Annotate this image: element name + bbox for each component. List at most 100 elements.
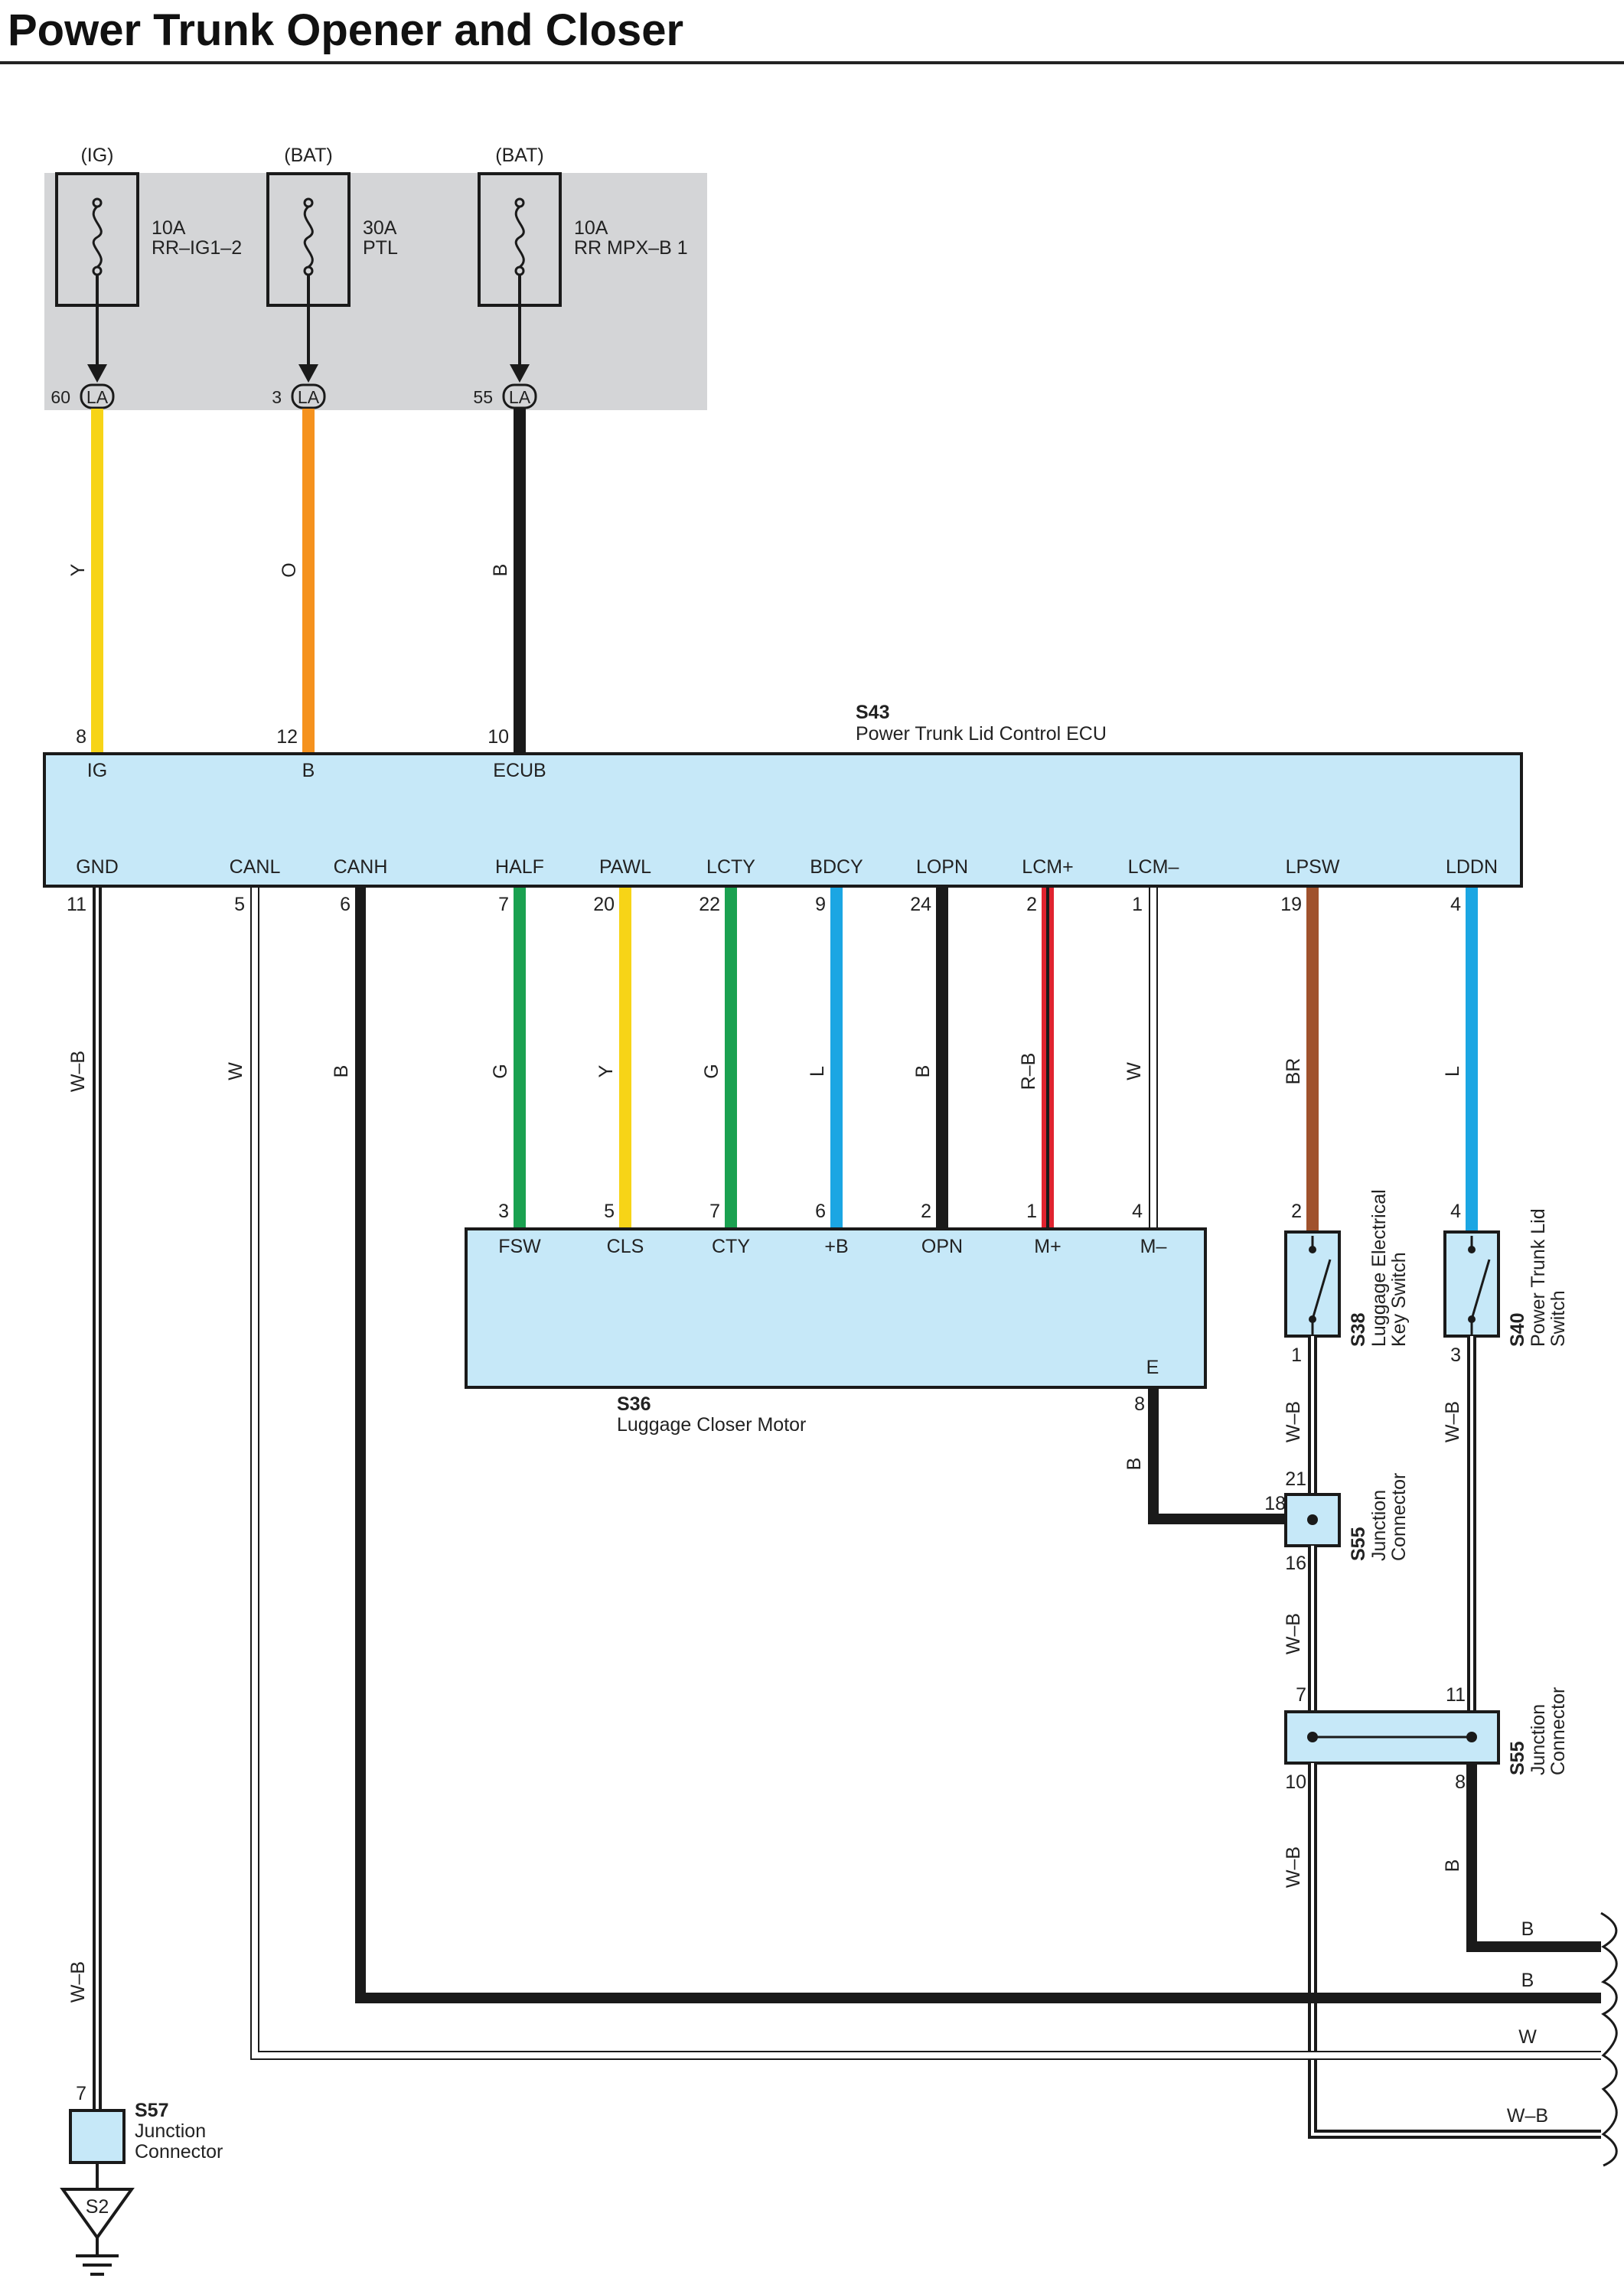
junction-upper-code: S55 [1348, 1527, 1369, 1561]
output-label-3: W [1518, 2026, 1537, 2048]
junction-upper-name-2: Connector [1388, 1473, 1410, 1561]
fuse-3-element [514, 205, 525, 269]
wire-label-half: G [490, 1064, 511, 1078]
wire-label-lpsw: BR [1283, 1058, 1304, 1085]
ecu-top-pin-3-label: ECUB [493, 760, 546, 781]
wire-break-symbol [1600, 1912, 1618, 2167]
s40-code: S40 [1507, 1313, 1528, 1347]
wire-label-s40-out: W–B [1442, 1401, 1463, 1442]
motor-pin-1-num: 3 [498, 1201, 509, 1222]
s40-contact [1470, 1259, 1491, 1320]
fuse-2-connector [291, 383, 326, 409]
motor-ground-pin: 8 [1134, 1393, 1145, 1415]
wire-b-junction-out [1466, 1763, 1601, 1952]
fuse-1-connector-label: LA [86, 387, 109, 407]
junction-upper-pin-in: 21 [1285, 1468, 1306, 1490]
motor-pin-7-label: M– [1140, 1236, 1167, 1257]
motor-pin-2-label: CLS [607, 1236, 644, 1257]
junction-upper: 21 18 16 S55 Junction Connector [1264, 1468, 1410, 1574]
ecu-code: S43 [856, 702, 889, 723]
junction-lower: 7 11 10 8 S55 Junction Connector [1284, 1684, 1569, 1793]
output-label-4: W–B [1507, 2105, 1548, 2127]
wire-b-canh [355, 888, 1601, 2003]
s57-name-2: Connector [135, 2141, 223, 2163]
junction-upper-pin-side: 18 [1264, 1493, 1286, 1514]
s40-pin-bottom: 3 [1450, 1344, 1461, 1366]
motor-pin-6-num: 1 [1026, 1201, 1037, 1222]
wire-label-lddn: L [1442, 1066, 1463, 1077]
wire-label-lcty: G [701, 1064, 722, 1078]
s38-code: S38 [1348, 1312, 1369, 1347]
ecu-pin-gnd-label: GND [76, 856, 119, 878]
s57-code: S57 [135, 2100, 168, 2121]
motor-name: Luggage Closer Motor [617, 1414, 806, 1436]
s38-pin-top: 2 [1291, 1201, 1302, 1222]
output-label-2: B [1521, 1970, 1534, 1991]
fuse-3-connector [502, 383, 537, 409]
wire-label-lopn: B [912, 1065, 934, 1078]
motor-pin-4-label: +B [824, 1236, 848, 1257]
motor-pin-7-num: 4 [1132, 1201, 1143, 1222]
ecu-box [43, 752, 1523, 888]
fuse-3-rating: 10A [574, 217, 608, 239]
ecu-top-pin-3-num: 10 [488, 726, 509, 748]
motor-pin-2-num: 5 [604, 1201, 615, 1222]
motor-pin-4-num: 6 [815, 1201, 826, 1222]
fuse-1-element [92, 205, 103, 269]
fuse-1-rating: 10A [152, 217, 186, 239]
ecu-pin-lcty-num: 22 [699, 894, 720, 915]
motor-code: S36 [617, 1393, 651, 1415]
ecu-top-pin-1-label: IG [87, 760, 107, 781]
s40-name-1: Power Trunk Lid [1528, 1208, 1549, 1347]
ecu-top-pin-2-num: 12 [276, 726, 298, 748]
s57-pin: 7 [76, 2083, 86, 2104]
ecu-pin-lopn-label: LOPN [916, 856, 968, 878]
output-label-1: B [1521, 1918, 1534, 1940]
s57-junction: 7 S57 Junction Connector S2 [60, 2083, 223, 2276]
ecu-pin-bdcy-num: 9 [815, 894, 826, 915]
s57-box [69, 2109, 126, 2164]
ecu-pin-lddn-label: LDDN [1446, 856, 1498, 878]
wire-label-s38-out: W–B [1283, 1401, 1304, 1442]
ecu-pin-lpsw-num: 19 [1280, 894, 1302, 915]
wire-label-lcmminus: W [1123, 1062, 1145, 1080]
ecu-top-pin-1-num: 8 [76, 726, 86, 748]
fuse-1-connector [80, 383, 115, 409]
ecu-pin-lcmplus-label: LCM+ [1022, 856, 1073, 878]
wire-label-gnd: W–B [67, 1051, 89, 1092]
ecu-pin-lcmplus-num: 2 [1026, 894, 1037, 915]
fuse-3: (BAT) 10A RR MPX–B 1 LA 55 [473, 145, 688, 409]
title-rule [0, 61, 1624, 64]
fuse-1-name: RR–IG1–2 [152, 237, 242, 259]
fuse-1-pin: 60 [51, 387, 70, 407]
wire-label-b: B [490, 564, 511, 577]
ecu-pin-pawl-num: 20 [593, 894, 615, 915]
ecu-pin-half-label: HALF [495, 856, 544, 878]
s38-switch: 2 1 S38 Luggage Electrical Key Switch [1284, 1189, 1410, 1366]
ecu-pin-lopn-num: 24 [910, 894, 931, 915]
motor-pin-5-label: OPN [921, 1236, 963, 1257]
fuse-3-pin: 55 [473, 387, 493, 407]
junction-lower-pin-right-in: 11 [1446, 1684, 1466, 1706]
page-title: Power Trunk Opener and Closer [8, 5, 684, 55]
s38-pin-bottom: 1 [1291, 1344, 1302, 1366]
wire-label-lcmplus: R–B [1018, 1053, 1039, 1090]
junction-lower-pin-right-out: 8 [1455, 1771, 1466, 1793]
wire-label-canl: W [225, 1062, 246, 1080]
fuse-2-name: PTL [363, 237, 398, 259]
fuse-3-source: (BAT) [495, 145, 543, 166]
fuse-2: (BAT) 30A PTL LA 3 [266, 145, 398, 409]
wire-w-canl [250, 888, 1601, 2060]
ecu-pin-pawl-label: PAWL [599, 856, 651, 878]
ground-label: S2 [86, 2196, 109, 2218]
ecu-pin-lpsw-label: LPSW [1286, 856, 1340, 878]
ecu-pin-lcmminus-label: LCM– [1128, 856, 1179, 878]
ground-symbol [60, 2188, 135, 2241]
s40-name-2: Switch [1547, 1290, 1569, 1347]
motor-box [465, 1227, 1207, 1389]
fuse-2-element [303, 205, 314, 269]
wire-label-junction-right: B [1442, 1859, 1463, 1872]
wire-label-canh: B [331, 1065, 352, 1078]
s57-name-1: Junction [135, 2120, 206, 2142]
